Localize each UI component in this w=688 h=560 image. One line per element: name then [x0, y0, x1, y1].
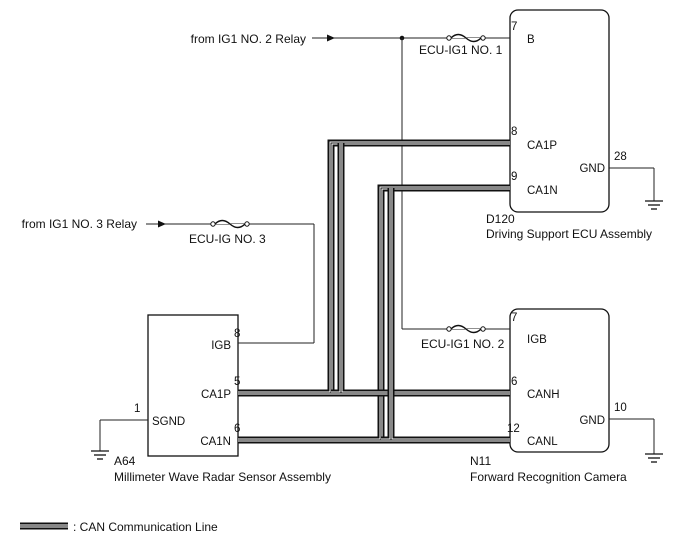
pin-label: GND — [579, 163, 605, 175]
can-line-ca1p — [238, 139, 510, 397]
component-code-n11: N11 — [470, 454, 491, 468]
pin-number: 5 — [234, 376, 240, 388]
arrow-right-icon — [158, 220, 166, 228]
fuse-icon — [446, 33, 486, 43]
pin-number: 6 — [234, 423, 240, 435]
d120-box — [509, 9, 610, 213]
ground-icon — [645, 453, 663, 463]
d120-ground — [609, 167, 663, 210]
fuse-icon — [446, 324, 486, 334]
component-name-d120: Driving Support ECU Assembly — [486, 227, 652, 241]
pin-number: 7 — [511, 312, 517, 324]
fuse-label-ecu-ig1-no2: ECU-IG1 NO. 2 — [421, 337, 505, 351]
component-code-a64: A64 — [114, 454, 136, 468]
pin-number: 9 — [511, 171, 517, 183]
pin-number: 8 — [511, 126, 517, 138]
source-label-ig1-no3: from IG1 NO. 3 Relay — [22, 217, 137, 231]
component-name-n11: Forward Recognition Camera — [470, 470, 627, 484]
pin-number: 12 — [507, 423, 520, 435]
pin-number: 1 — [134, 403, 140, 415]
a64-ground — [91, 419, 148, 460]
fuse-label-ecu-ig-no3: ECU-IG NO. 3 — [189, 232, 266, 246]
can-line-canl — [381, 188, 510, 444]
n11-box — [509, 308, 610, 453]
pin-number: 7 — [511, 21, 517, 33]
pin-label: CA1P — [201, 389, 231, 401]
can-line-ca1n — [238, 184, 510, 444]
pin-label: SGND — [152, 416, 185, 428]
pin-number: 8 — [234, 328, 240, 340]
ground-icon — [645, 200, 663, 210]
legend-text: : CAN Communication Line — [73, 520, 218, 534]
pin-label: CANL — [527, 436, 558, 448]
pin-label: B — [527, 34, 535, 46]
can-line-canh — [331, 143, 510, 397]
pin-label: GND — [579, 415, 605, 427]
ground-icon — [91, 450, 109, 460]
pin-number: 28 — [614, 151, 627, 163]
pin-number: 6 — [511, 376, 517, 388]
a64-box — [147, 314, 239, 457]
pin-label: IGB — [527, 334, 547, 346]
pin-label: CA1N — [200, 436, 231, 448]
fuse-icon — [210, 219, 250, 229]
source-label-ig1-no2: from IG1 NO. 2 Relay — [191, 32, 306, 46]
pin-number: 10 — [614, 402, 627, 414]
pin-label: IGB — [211, 340, 231, 352]
component-code-d120: D120 — [486, 212, 515, 226]
component-name-a64: Millimeter Wave Radar Sensor Assembly — [114, 470, 331, 484]
fuse-label-ecu-ig1-no1: ECU-IG1 NO. 1 — [419, 43, 503, 57]
pin-label: CANH — [527, 389, 560, 401]
pin-label: CA1N — [527, 185, 558, 197]
pin-label: CA1P — [527, 140, 557, 152]
n11-ground — [609, 418, 663, 463]
arrow-right-icon — [327, 34, 335, 42]
